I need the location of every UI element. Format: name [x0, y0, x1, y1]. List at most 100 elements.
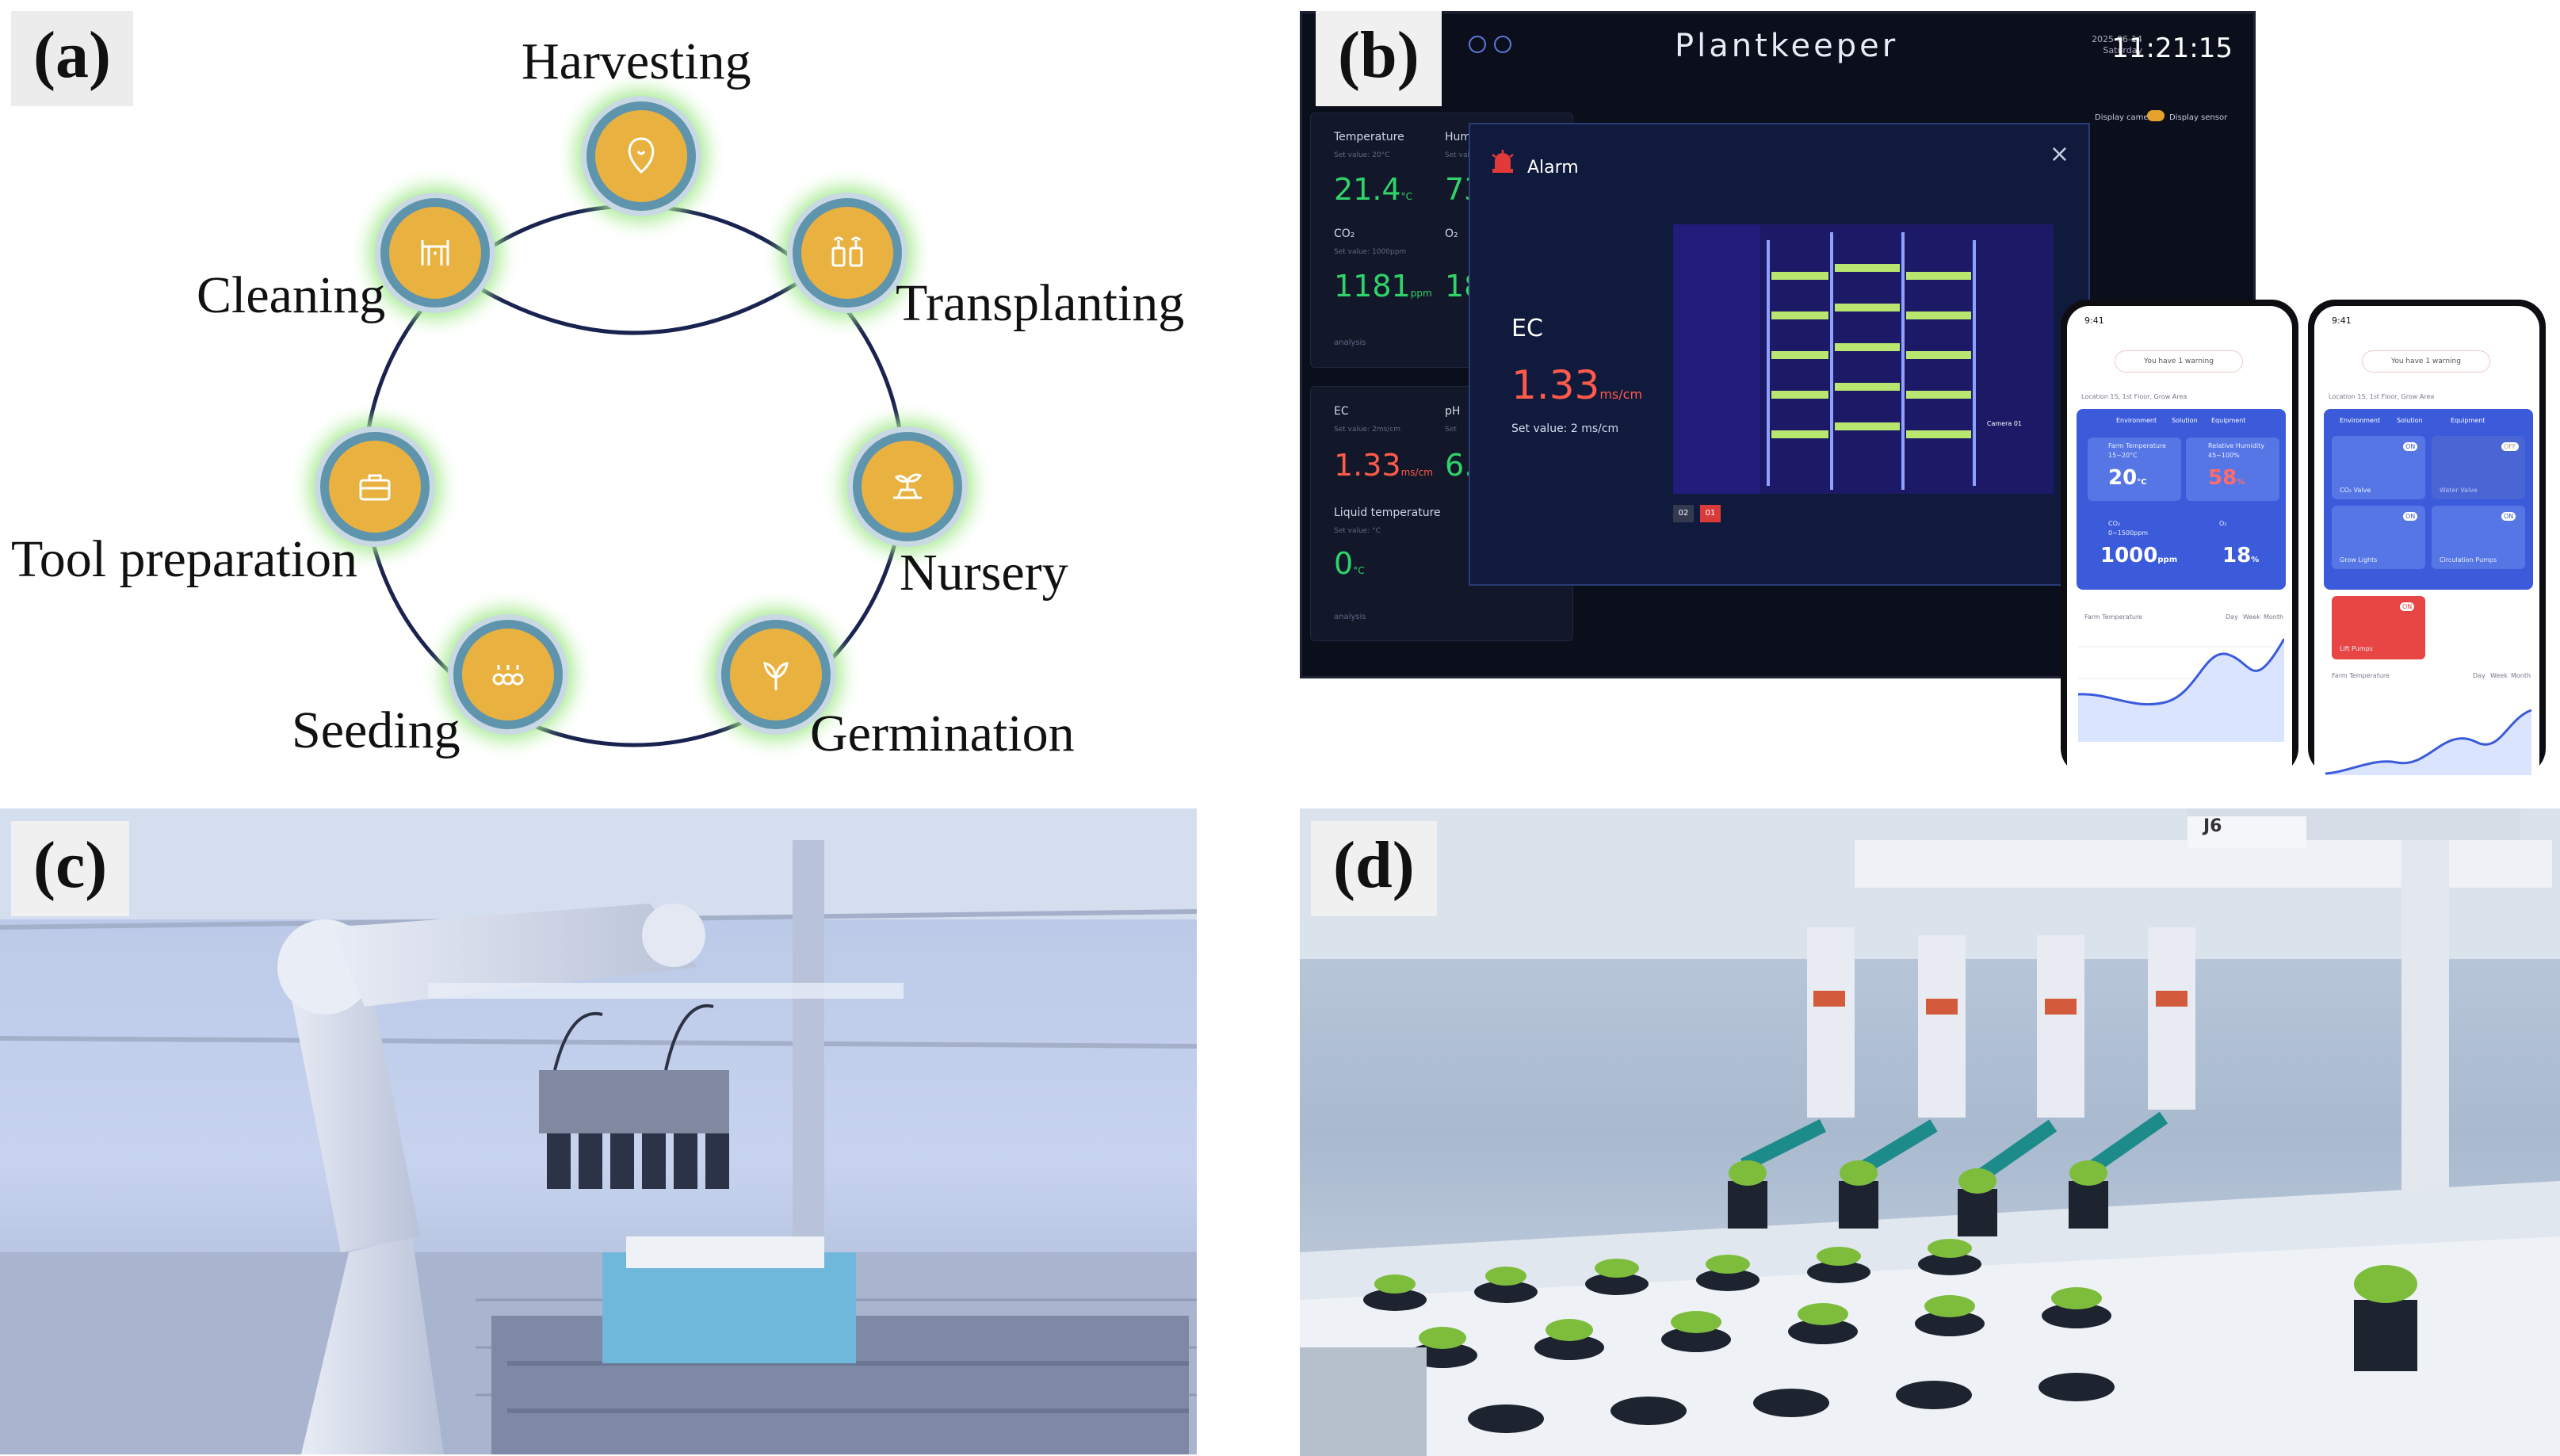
- stage-transplanting: Transplanting: [896, 274, 1185, 332]
- tab-equipment[interactable]: Equipment: [2211, 417, 2246, 424]
- grow-lights-label: Grow Lights: [2340, 556, 2378, 564]
- location-select-2[interactable]: Location 1S, 1st Floor, Grow Area: [2329, 393, 2435, 400]
- alarm-value: 1.33ms/cm: [1511, 362, 1643, 408]
- environment-card: Environment Solution Equipment Farm Temp…: [2077, 409, 2286, 590]
- chart-title: Farm Temperature: [2084, 613, 2142, 621]
- alarm-siren-icon: [1489, 148, 1516, 175]
- tab-environment-2[interactable]: Environment: [2340, 417, 2381, 424]
- analysis-link-2[interactable]: analysis: [1334, 613, 1366, 621]
- equipment-card: Environment Solution Equipment CO₂ Valve…: [2324, 409, 2533, 590]
- stage-germination: Germination: [810, 705, 1075, 762]
- farm-temp-label: Farm Temperature: [2108, 442, 2166, 449]
- panel-a-cycle-diagram: (a) Harvesting Transplanting Nursery Ger…: [0, 0, 1236, 762]
- tab-solution[interactable]: Solution: [2172, 417, 2198, 424]
- water-valve-switch[interactable]: OFF: [2501, 442, 2519, 451]
- temperature-set: Set value: 20°C: [1334, 151, 1390, 159]
- humidity-label: Hum: [1445, 131, 1472, 143]
- co2-value: 1181ppm: [1334, 269, 1432, 304]
- ph-set: Set: [1445, 426, 1457, 434]
- alarm-set-value: Set value: 2 ms/cm: [1511, 422, 1619, 435]
- humidity-label: Relative Humidity: [2208, 442, 2265, 449]
- ph-label: pH: [1445, 405, 1461, 418]
- tab-solution-2[interactable]: Solution: [2397, 417, 2423, 424]
- dashboard-title: Plantkeeper: [1675, 28, 1899, 64]
- chart-tab-month-2[interactable]: Month: [2511, 672, 2531, 679]
- o2-label: O₂: [1445, 227, 1458, 240]
- panel-a-label: (a): [11, 11, 133, 106]
- gantry-sign: J6: [2203, 816, 2222, 836]
- cleaning-icon: [380, 198, 490, 308]
- co2-range: 0~1500ppm: [2108, 529, 2149, 537]
- stage-nursery: Nursery: [900, 544, 1068, 602]
- panel-c-robot-photo: (c): [0, 793, 1205, 1456]
- co2-valve-switch[interactable]: ON: [2403, 442, 2418, 451]
- humidity-tile: [2186, 438, 2279, 501]
- ec-value: 1.33ms/cm: [1334, 448, 1433, 483]
- stage-tool-preparation: Tool preparation: [11, 530, 358, 588]
- lift-pumps-switch[interactable]: ON: [2400, 602, 2415, 611]
- stage-cleaning: Cleaning: [197, 266, 386, 324]
- water-valve-label: Water Valve: [2440, 487, 2478, 494]
- nav-icon[interactable]: [1469, 36, 1486, 53]
- phone-time: 9:41: [2084, 315, 2104, 326]
- panel-c-label: (c): [11, 821, 130, 916]
- camera-02-button[interactable]: 02: [1673, 505, 1694, 522]
- farm-temp-range: 15~20°C: [2108, 452, 2138, 459]
- toggle-icon[interactable]: [2147, 110, 2165, 121]
- tab-environment[interactable]: Environment: [2116, 417, 2157, 424]
- dashboard-clock: 11:21:15: [2111, 32, 2233, 64]
- humidity-value: 58%: [2208, 466, 2245, 490]
- chart-tab-week[interactable]: Week: [2243, 613, 2260, 621]
- display-camera-toggle[interactable]: Display camera: [2095, 113, 2157, 122]
- tab-equipment-2[interactable]: Equipment: [2451, 417, 2485, 424]
- stage-seeding: Seeding: [292, 701, 460, 759]
- ec-label: EC: [1334, 405, 1349, 418]
- phone-equipment: 9:41 You have 1 warning Location 1S, 1st…: [2308, 300, 2546, 775]
- panel-d-label: (d): [1311, 821, 1437, 916]
- liquid-temp-set: Set value: °C: [1334, 527, 1381, 535]
- phone-screen-2: 9:41 You have 1 warning Location 1S, 1st…: [2314, 306, 2539, 775]
- co2-label: CO₂: [1334, 227, 1355, 240]
- camera-01-button[interactable]: 01: [1700, 505, 1721, 522]
- chart-tab-month[interactable]: Month: [2264, 613, 2284, 621]
- alarm-title: Alarm: [1527, 158, 1579, 178]
- location-select[interactable]: Location 1S, 1st Floor, Grow Area: [2081, 393, 2187, 400]
- grow-lights-switch[interactable]: ON: [2403, 512, 2418, 521]
- chart-title-2: Farm Temperature: [2332, 672, 2390, 679]
- lift-pumps-label: Lift Pumps: [2340, 645, 2373, 652]
- warning-badge[interactable]: You have 1 warning: [2115, 350, 2243, 373]
- warning-badge-2[interactable]: You have 1 warning: [2362, 350, 2490, 373]
- phone-screen: 9:41 You have 1 warning Location 1S, 1st…: [2067, 306, 2292, 775]
- alarm-dialog: Alarm × EC 1.33ms/cm Set value: 2 ms/cm: [1469, 123, 2090, 586]
- chart-tab-day-2[interactable]: Day: [2473, 672, 2485, 679]
- humidity-range: 45~100%: [2208, 452, 2240, 459]
- display-sensor-toggle[interactable]: Display sensor: [2169, 113, 2228, 122]
- settings-icon[interactable]: [1494, 36, 1511, 53]
- circulation-pumps-switch[interactable]: ON: [2501, 512, 2516, 521]
- camera-feed: Camera 01: [1673, 224, 2054, 494]
- chart-tab-day[interactable]: Day: [2226, 613, 2238, 621]
- circulation-pumps-label: Circulation Pumps: [2440, 556, 2497, 564]
- farm-temp-value: 20°C: [2108, 466, 2147, 490]
- temperature-curve: [2078, 638, 2284, 742]
- temperature-label: Temperature: [1334, 131, 1404, 143]
- liquid-temp-label: Liquid temperature: [1334, 506, 1441, 519]
- temperature-curve-2: [2325, 709, 2531, 775]
- chart-tab-week-2[interactable]: Week: [2490, 672, 2508, 679]
- o2-value: 18%: [2222, 544, 2260, 567]
- co2-label: CO₂: [2108, 520, 2121, 527]
- transplanting-robot-photo: [1300, 808, 2560, 1456]
- alarm-metric: EC: [1511, 315, 1543, 342]
- co2-set: Set value: 1000ppm: [1334, 248, 1407, 256]
- ec-set: Set value: 2ms/cm: [1334, 426, 1401, 434]
- phone-environment: 9:41 You have 1 warning Location 1S, 1st…: [2061, 300, 2298, 775]
- temperature-value: 21.4°C: [1334, 172, 1412, 207]
- lift-pumps-tile[interactable]: Lift Pumps ON: [2332, 596, 2425, 659]
- analysis-link[interactable]: analysis: [1334, 338, 1366, 347]
- seeding-icon: [453, 620, 563, 729]
- close-icon[interactable]: ×: [2049, 140, 2069, 168]
- harvesting-icon: [587, 101, 696, 211]
- panel-b-label: (b): [1316, 11, 1442, 106]
